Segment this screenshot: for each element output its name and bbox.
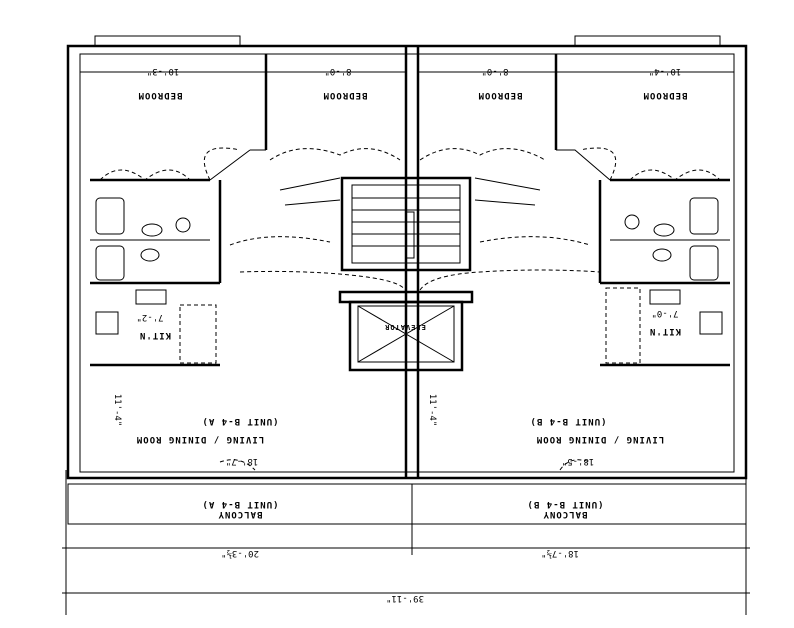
unit-b-balcony-label: BALCONY xyxy=(543,509,588,519)
unit-a-balcony-unit: (UNIT B-4 A) xyxy=(201,499,278,509)
unit-b-balcony-unit: (UNIT B-4 B) xyxy=(526,499,603,509)
unit-a-living-dim: 18'-7" xyxy=(226,456,259,466)
unit-b-living-side-dim: 11'-4" xyxy=(427,394,437,427)
unit-a-bedroom-2-dim: 8'-0" xyxy=(324,66,351,76)
bathroom-fixtures xyxy=(95,197,719,281)
unit-b-kitchen-label: KIT'N xyxy=(649,326,681,336)
elevator-label: ELEVATOR xyxy=(384,323,426,331)
exterior-walls xyxy=(66,35,748,480)
kitchen-fixtures xyxy=(95,287,723,364)
stair-core xyxy=(279,176,541,272)
unit-b-kitchen-dim: 7'-0" xyxy=(651,308,678,318)
unit-b-bedroom-1-dim: 8'-0" xyxy=(481,66,508,76)
unit-a-living-label: LIVING / DINING ROOM xyxy=(136,434,264,444)
interior-walls xyxy=(80,54,734,367)
unit-a-kitchen-label: KIT'N xyxy=(139,330,171,340)
unit-b-bedroom-1-label: BEDROOM xyxy=(478,90,523,100)
unit-a-bedroom-2-label: BEDROOM xyxy=(323,90,368,100)
unit-b-width-dim: 18'-7½" xyxy=(541,548,579,559)
unit-a-width-dim: 20'-3½" xyxy=(221,548,259,559)
overall-width-dim: 39'-11" xyxy=(386,593,424,603)
unit-a-kitchen-dim: 7'-2" xyxy=(136,312,163,322)
unit-b-bedroom-2-label: BEDROOM xyxy=(643,90,688,100)
unit-a-bedroom-1-label: BEDROOM xyxy=(138,90,183,100)
unit-b-bedroom-2-dim: 10'-4" xyxy=(649,66,682,76)
unit-a-unit-label: (UNIT B-4 A) xyxy=(201,416,278,426)
unit-b-living-dim: 18'-5" xyxy=(562,456,595,466)
unit-a-bedroom-1-dim: 10'-3" xyxy=(147,66,180,76)
unit-a-living-side-dim: 11'-4" xyxy=(112,394,122,427)
elevator-shaft xyxy=(338,290,474,372)
room-labels: 10'-3" BEDROOM 8'-0" BEDROOM 8'-0" BEDRO… xyxy=(112,66,687,603)
unit-b-living-label: LIVING / DINING ROOM xyxy=(536,434,664,444)
balconies xyxy=(67,483,747,525)
door-swings xyxy=(99,147,721,471)
unit-b-unit-label: (UNIT B-4 B) xyxy=(529,416,606,426)
unit-a-balcony-label: BALCONY xyxy=(218,509,263,519)
dimension-lines xyxy=(62,470,750,615)
